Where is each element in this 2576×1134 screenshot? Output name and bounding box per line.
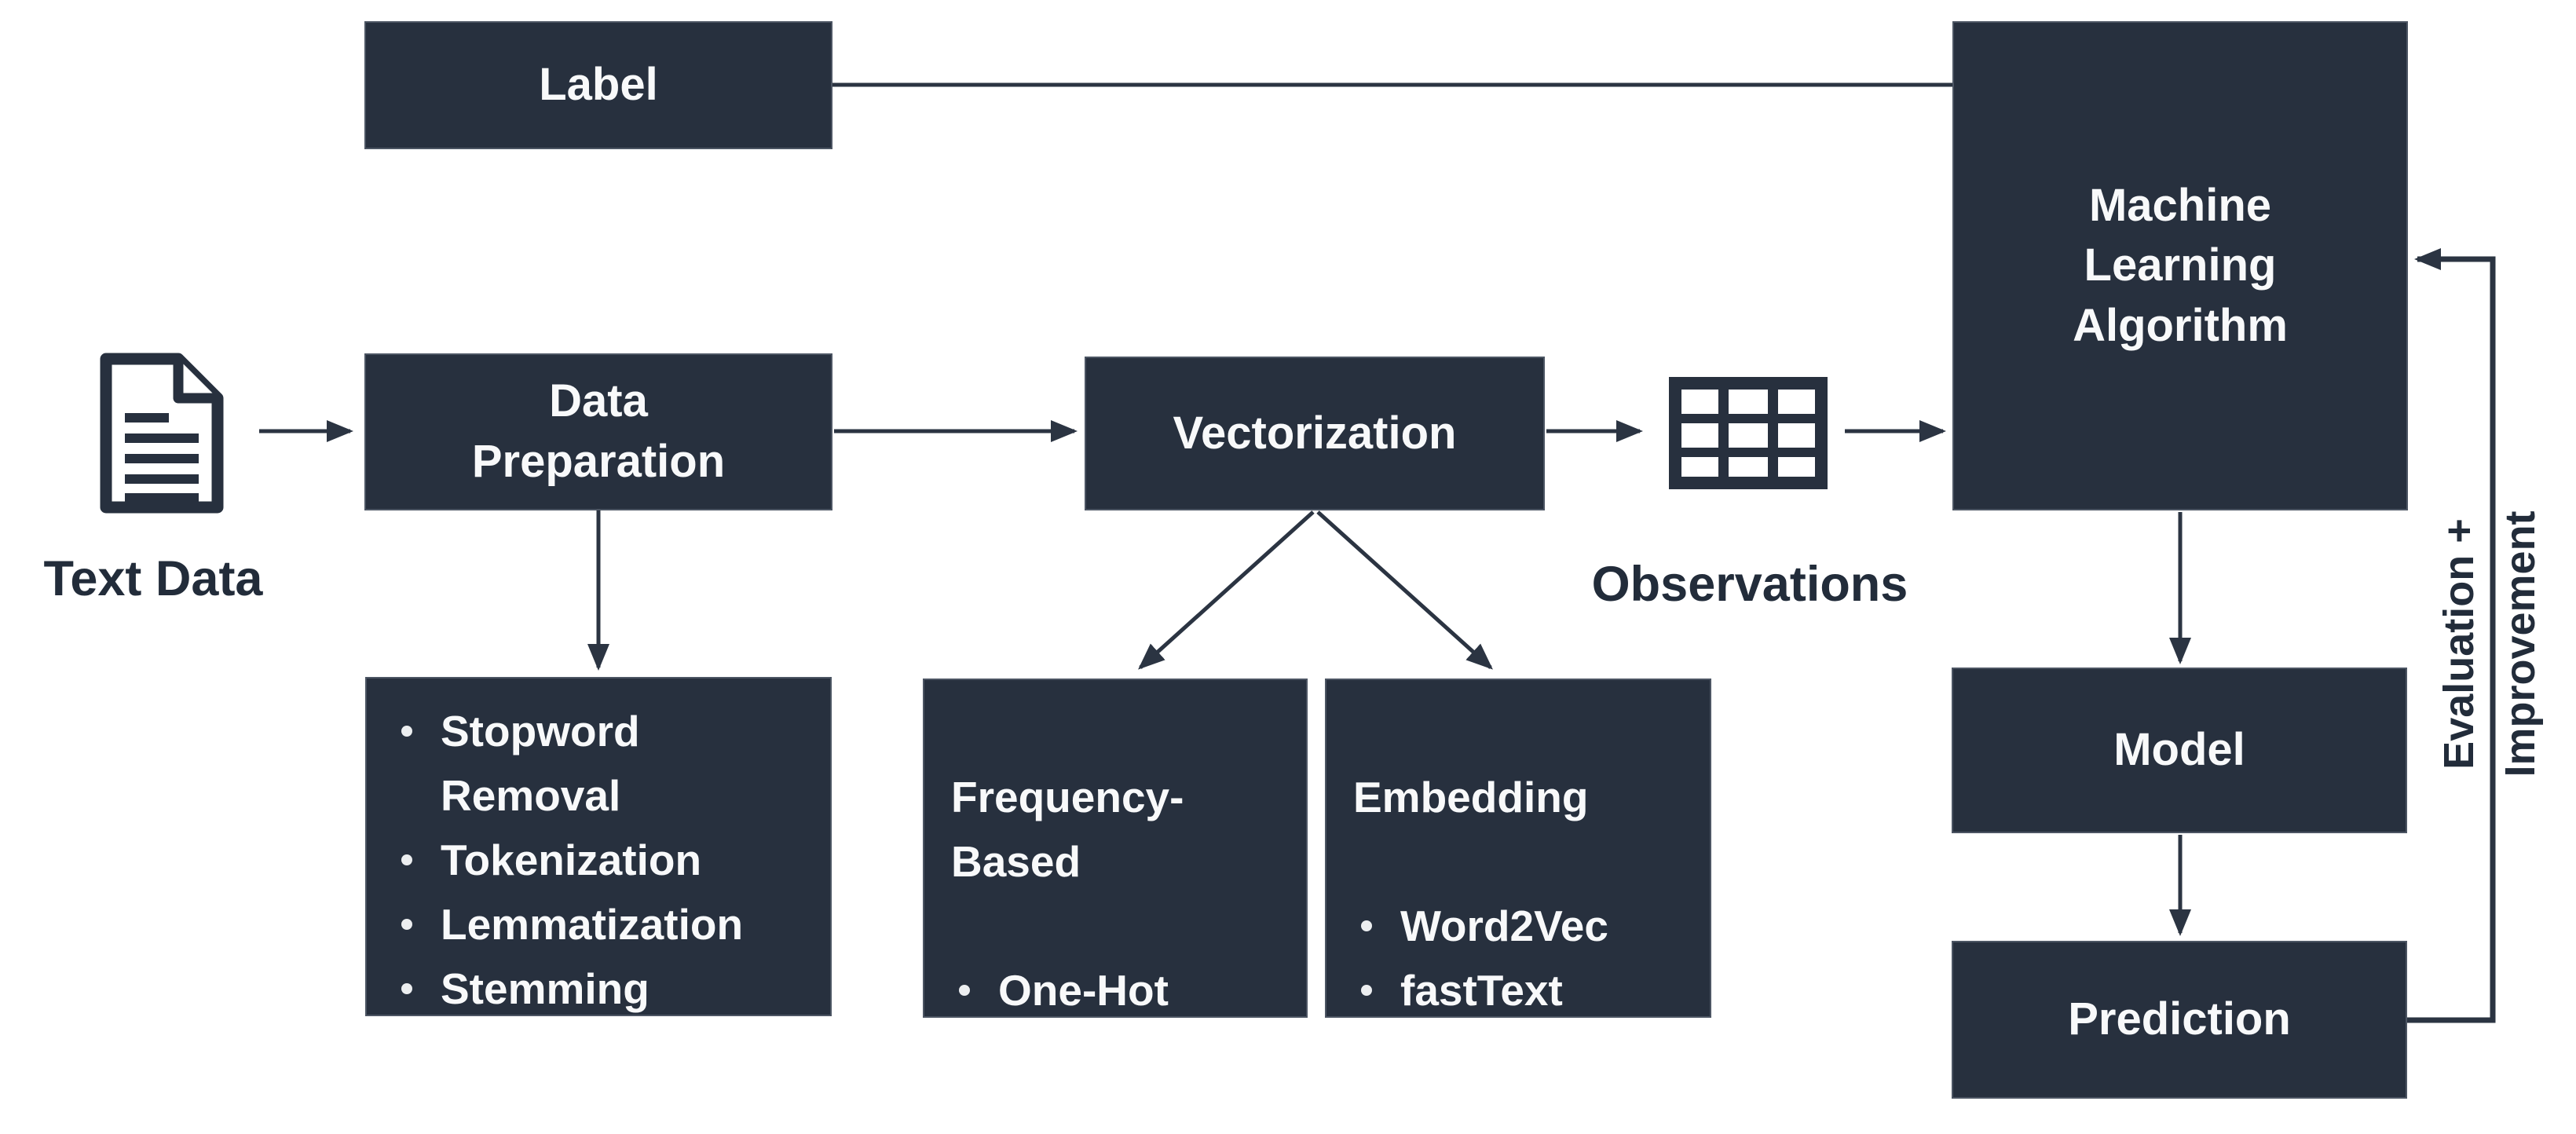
node-data-preparation: Data Preparation [364, 353, 832, 510]
bullet-icon [401, 919, 412, 930]
node-embedding: Embedding Word2Vec fastText [1325, 679, 1711, 1018]
node-ml-algorithm-text: Machine Learning Algorithm [2073, 179, 2288, 351]
frequency-based-list: One-Hot EncodingTF-IDF [951, 958, 1292, 1016]
list-item-label: fastText [1400, 966, 1563, 1015]
node-frequency-based: Frequency- Based One-Hot EncodingTF-IDF [923, 679, 1308, 1018]
node-prediction: Prediction [1952, 941, 2407, 1099]
node-model: Model [1952, 668, 2407, 833]
node-data-preparation-text: Data Preparation [471, 375, 726, 487]
list-item: Tokenization [393, 828, 816, 892]
list-item: fastText [1353, 958, 1696, 1016]
list-item-label: Stopword Removal [441, 707, 640, 820]
text-data-caption: Text Data [43, 551, 263, 606]
connector-vectorization-to-frequency [1138, 510, 1315, 670]
embedding-list: Word2Vec fastText [1353, 894, 1696, 1016]
frequency-based-title: Frequency- Based [951, 773, 1184, 886]
evaluation-improvement-label: Evaluation + Improvement [2435, 510, 2544, 777]
observations-caption: Observations [1591, 557, 1908, 612]
bullet-icon [401, 854, 412, 865]
list-item-label: One-Hot Encoding [998, 966, 1169, 1015]
list-item-label: Tokenization [441, 836, 702, 884]
list-item-label: Stemming [441, 964, 649, 1013]
list-item: Word2Vec [1353, 894, 1696, 958]
node-ml-algorithm: Machine Learning Algorithm [1952, 21, 2408, 510]
bullet-icon [959, 985, 970, 996]
bullet-icon [401, 726, 412, 737]
bullet-icon [1361, 920, 1372, 931]
document-icon [100, 353, 224, 514]
node-vectorization: Vectorization [1085, 357, 1545, 510]
connector-feedback-loop [2406, 248, 2496, 1023]
bullet-icon [401, 983, 412, 994]
node-model-text: Model [2113, 724, 2245, 776]
list-item-label: Lemmatization [441, 900, 744, 949]
node-label-text: Label [539, 59, 658, 111]
list-item: Stopword Removal [393, 699, 816, 828]
node-vectorization-text: Vectorization [1173, 407, 1457, 459]
embedding-title: Embedding [1353, 773, 1589, 821]
connector-vectorization-to-embedding [1316, 510, 1493, 670]
list-item: One-Hot Encoding [951, 958, 1292, 1016]
list-item: Stemming [393, 957, 816, 1015]
node-prediction-text: Prediction [2068, 993, 2291, 1045]
bullet-icon [1361, 985, 1372, 996]
node-label: Label [364, 21, 832, 149]
table-grid-icon [1669, 377, 1828, 489]
list-item-label: Word2Vec [1400, 902, 1608, 950]
list-item: Lemmatization [393, 892, 816, 957]
